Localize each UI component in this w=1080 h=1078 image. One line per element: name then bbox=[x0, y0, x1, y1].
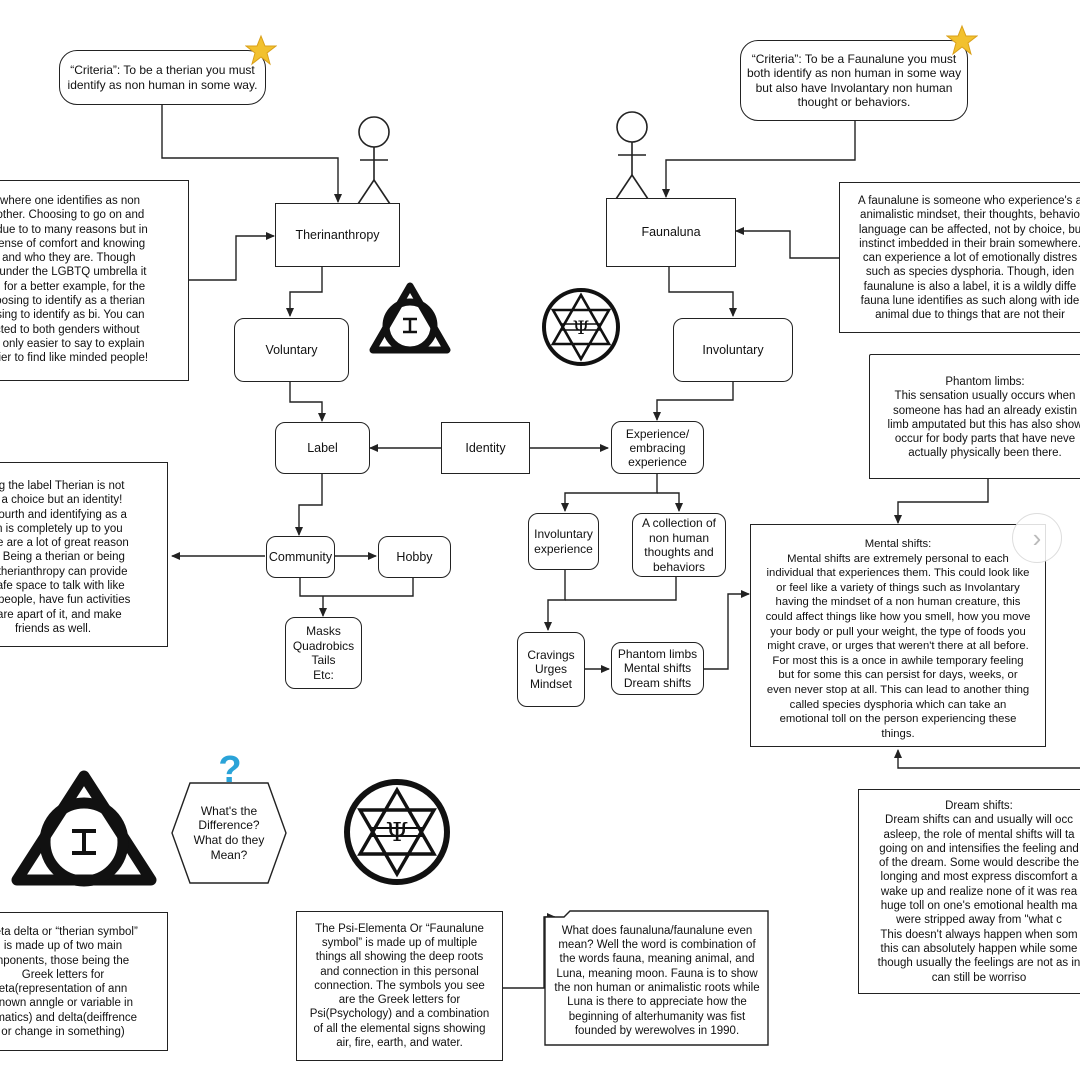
hobby-node: Hobby bbox=[378, 536, 451, 578]
criteria-therian-text: “Criteria”: To be a therian you must ide… bbox=[67, 63, 258, 92]
faunalune-description-text: A faunalune is someone who experience's … bbox=[857, 195, 1080, 322]
cravings-label: Cravings Urges Mindset bbox=[527, 647, 575, 691]
phantom-limbs-description-text: Phantom limbs: This sensation usually oc… bbox=[887, 376, 1080, 460]
svg-text:?: ? bbox=[218, 749, 241, 787]
phantom-limbs-description-box: Phantom limbs: This sensation usually oc… bbox=[869, 354, 1080, 479]
cravings-node: Cravings Urges Mindset bbox=[517, 632, 585, 707]
stick-figure-icon bbox=[357, 116, 391, 205]
faunaluna-label: Faunaluna bbox=[641, 225, 701, 240]
therianthropy-node: Therinanthropy bbox=[275, 203, 400, 267]
shifts-list-label: Phantom limbs Mental shifts Dream shifts bbox=[617, 646, 698, 690]
criteria-faunalune-box: “Criteria”: To be a Faunalune you must b… bbox=[740, 40, 968, 121]
psi-elementa-description-box: The Psi-Elementa Or “Faunalune symbol” i… bbox=[296, 911, 503, 1061]
psi-elementa-icon: Ψ bbox=[344, 779, 450, 885]
theta-delta-icon bbox=[11, 770, 157, 887]
therianthropy-description-box: ty where one identifies as non another. … bbox=[0, 180, 189, 381]
voluntary-node: Voluntary bbox=[234, 318, 349, 382]
label-node-text: Label bbox=[307, 440, 338, 455]
involuntary-node: Involuntary bbox=[673, 318, 793, 382]
faunaluna-meaning-shape bbox=[544, 910, 769, 1046]
involuntary-experience-label: Involuntary experience bbox=[534, 527, 593, 556]
theta-delta-description-box: heta delta or “therian symbol” is made u… bbox=[0, 912, 168, 1051]
faunaluna-meaning-container: What does faunaluna/faunalune even mean?… bbox=[544, 917, 770, 1045]
theta-delta-icon bbox=[369, 282, 451, 354]
collection-label: A collection of non human thoughts and b… bbox=[641, 516, 717, 574]
difference-label: What's the Difference? What do they Mean… bbox=[193, 803, 265, 862]
psi-elementa-icon: Ψ bbox=[542, 288, 620, 366]
faunalune-description-box: A faunalune is someone who experience's … bbox=[839, 182, 1080, 333]
star-icon bbox=[946, 24, 978, 56]
experience-label: Experience/ embracing experience bbox=[625, 426, 690, 469]
identity-node: Identity bbox=[441, 422, 530, 474]
collection-node: A collection of non human thoughts and b… bbox=[632, 513, 726, 577]
mental-shifts-description-box: Mental shifts: Mental shifts are extreme… bbox=[750, 524, 1046, 747]
star-icon bbox=[245, 34, 277, 66]
faunaluna-meaning-text: What does faunaluna/faunalune even mean?… bbox=[554, 924, 760, 1037]
voluntary-label: Voluntary bbox=[265, 342, 318, 357]
dream-shifts-description-box: Dream shifts: Dream shifts can and usual… bbox=[858, 789, 1080, 994]
criteria-faunalune-text: “Criteria”: To be a Faunalune you must b… bbox=[746, 51, 962, 110]
svg-text:Ψ: Ψ bbox=[386, 818, 409, 848]
theta-delta-description-text: heta delta or “therian symbol” is made u… bbox=[0, 926, 138, 1039]
community-label: Community bbox=[268, 549, 333, 564]
chevron-right-icon: › bbox=[1032, 522, 1042, 553]
question-mark-icon: ? bbox=[218, 749, 241, 787]
stick-figure-icon bbox=[615, 111, 649, 200]
label-node: Label bbox=[275, 422, 370, 474]
label-description-box: iving the label Therian is not nly a cho… bbox=[0, 462, 168, 647]
svg-text:Ψ: Ψ bbox=[573, 317, 590, 339]
difference-shape bbox=[171, 782, 287, 884]
next-slide-button[interactable]: › bbox=[1012, 513, 1062, 563]
mental-shifts-description-text: Mental shifts: Mental shifts are extreme… bbox=[765, 538, 1031, 740]
involuntary-label: Involuntary bbox=[702, 342, 764, 357]
therianthropy-label: Therinanthropy bbox=[295, 227, 380, 242]
masks-node: Masks Quadrobics Tails Etc: bbox=[285, 617, 362, 689]
criteria-therian-box: “Criteria”: To be a therian you must ide… bbox=[59, 50, 266, 105]
masks-label: Masks Quadrobics Tails Etc: bbox=[292, 624, 355, 682]
hobby-label: Hobby bbox=[396, 549, 433, 564]
experience-node: Experience/ embracing experience bbox=[611, 421, 704, 474]
identity-label: Identity bbox=[465, 440, 506, 455]
difference-text-container: What's the Difference? What do they Mean… bbox=[185, 795, 273, 871]
label-description-text: iving the label Therian is not nly a cho… bbox=[0, 480, 131, 635]
faunaluna-node: Faunaluna bbox=[606, 198, 736, 267]
community-node: Community bbox=[266, 536, 335, 578]
psi-elementa-description-text: The Psi-Elementa Or “Faunalune symbol” i… bbox=[309, 922, 490, 1050]
therianthropy-description-text: ty where one identifies as non another. … bbox=[0, 195, 149, 365]
involuntary-experience-node: Involuntary experience bbox=[528, 513, 599, 570]
dream-shifts-description-text: Dream shifts: Dream shifts can and usual… bbox=[877, 800, 1080, 984]
shifts-list-node: Phantom limbs Mental shifts Dream shifts bbox=[611, 642, 704, 695]
